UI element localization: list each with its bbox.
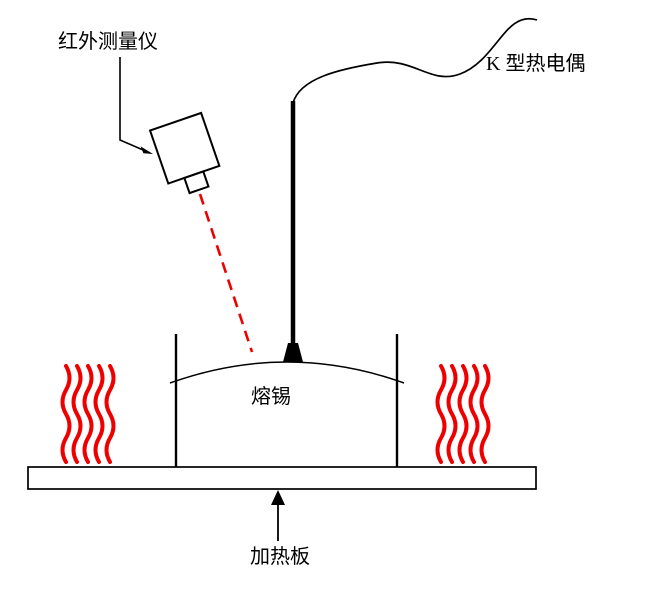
heat-wave — [104, 364, 116, 464]
heat-wave — [479, 364, 491, 464]
arrow-head-icon — [271, 490, 285, 505]
heat-wave — [82, 364, 94, 464]
leader-arrowhead-icon — [140, 146, 153, 154]
probe-tip — [283, 343, 303, 362]
crucible-group: 熔锡 — [169, 334, 405, 467]
infrared-meter-label: 红外测量仪 — [58, 30, 158, 53]
heat-wave — [457, 364, 469, 464]
infrared-sensor — [148, 111, 221, 195]
thermocouple-group: K 型热电偶 — [283, 17, 585, 362]
sensor-body — [148, 111, 221, 185]
thermocouple-label: K 型热电偶 — [486, 52, 585, 75]
heat-waves-right — [435, 364, 491, 464]
heat-wave — [93, 364, 105, 464]
infrared-meter-leader-line — [119, 57, 151, 154]
laser-beam — [198, 193, 254, 353]
heat-wave — [435, 364, 447, 464]
heat-wave — [446, 364, 458, 464]
heat-waves-left — [60, 364, 116, 464]
heat-wave — [60, 364, 72, 464]
sensor-lens — [183, 170, 210, 195]
hot-plate — [27, 466, 537, 490]
molten-tin-label: 熔锡 — [251, 385, 291, 408]
heat-wave — [71, 364, 83, 464]
solder-surface — [169, 361, 405, 384]
heat-wave — [468, 364, 480, 464]
thermocouple-wire — [292, 17, 538, 104]
heating-plate-label: 加热板 — [250, 545, 310, 568]
hot-plate-pointer: 加热板 — [250, 490, 310, 568]
infrared-meter-group: 红外测量仪 — [58, 30, 254, 353]
